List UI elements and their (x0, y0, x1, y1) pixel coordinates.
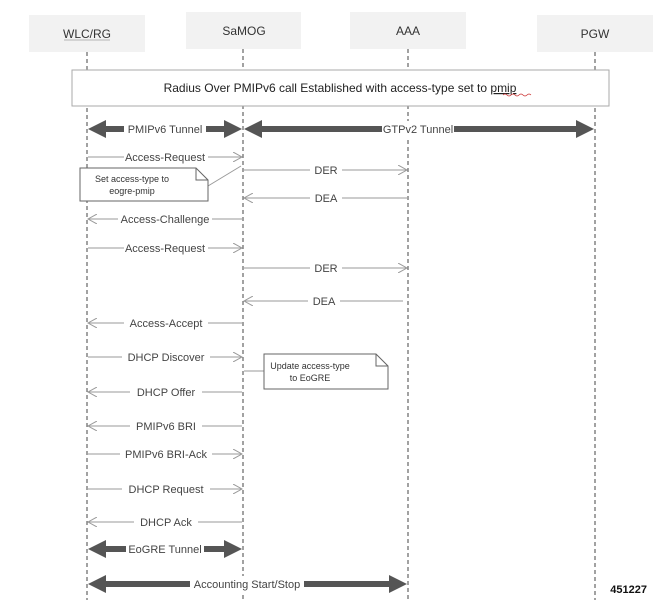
banner-text: Radius Over PMIPv6 call Established with… (164, 81, 517, 95)
note1-line1: Set access-type to (95, 174, 169, 184)
banner-box (71, 69, 610, 107)
note2-box (263, 353, 389, 390)
participant-pgw: PGW (581, 27, 610, 41)
msg-dhcp-request: DHCP Request (129, 484, 204, 496)
figure-id: 451227 (610, 584, 647, 596)
tunnel-accounting-head-right (389, 575, 407, 593)
msg-pmipv6-bri: PMIPv6 BRI (136, 421, 196, 433)
msg-pmipv6-bri-bg (130, 419, 202, 433)
tunnel-gtpv2-label: GTPv2 Tunnel (383, 124, 453, 136)
msg-access-request-1-bg (124, 150, 208, 164)
msg-der-2: DER (314, 263, 337, 275)
tunnel-eogre-label: EoGRE Tunnel (128, 544, 201, 556)
msg-dhcp-offer: DHCP Offer (137, 387, 196, 399)
msg-der-1-bg (310, 163, 342, 177)
banner-squiggle (502, 93, 532, 97)
tunnel-accounting-label: Accounting Start/Stop (194, 579, 300, 591)
msg-access-request-2-bg (124, 241, 208, 255)
tunnel-gtpv2-head-right (576, 120, 594, 138)
msg-access-challenge-bg (118, 212, 212, 226)
msg-dhcp-ack-bg (134, 515, 198, 529)
msg-dea-1: DEA (315, 193, 338, 205)
note1-fold (195, 168, 208, 181)
tunnel-gtpv2-head-left (244, 120, 262, 138)
tunnel-accounting-label-bg (190, 576, 304, 592)
tunnel-accounting-head-left (88, 575, 106, 593)
participant-box-wlc (29, 15, 145, 52)
participant-aaa: AAA (396, 24, 420, 38)
msg-access-accept: Access-Accept (130, 318, 203, 330)
participant-box-samog (186, 12, 301, 49)
msg-dhcp-ack: DHCP Ack (140, 517, 192, 529)
note1-line2: eogre-pmip (109, 186, 155, 196)
msg-der-2-bg (310, 261, 342, 275)
msg-dhcp-discover: DHCP Discover (128, 352, 205, 364)
tunnel-pmipv6-head-left (88, 120, 106, 138)
note2-line1: Update access-type (270, 361, 350, 371)
tunnel-pmipv6-label: PMIPv6 Tunnel (128, 124, 203, 136)
note1-box (79, 167, 209, 202)
participant-wlc: WLC/RG (63, 27, 111, 41)
note2-fold (375, 354, 388, 367)
msg-pmipv6-bri-ack-bg (120, 447, 212, 461)
msg-dhcp-discover-bg (122, 350, 210, 364)
banner-emph: pmip (490, 81, 516, 95)
note2-line2: to EoGRE (290, 373, 331, 383)
participant-box-aaa (350, 12, 466, 49)
tunnel-eogre-label-bg (126, 541, 204, 557)
tunnel-gtpv2-label-bg (382, 121, 454, 137)
msg-access-accept-bg (124, 316, 208, 330)
msg-dea-2: DEA (313, 296, 336, 308)
msg-access-request-1: Access-Request (125, 152, 205, 164)
note1-connector (207, 165, 242, 187)
msg-dhcp-offer-bg (130, 385, 202, 399)
tunnel-eogre-head-right (224, 540, 242, 558)
tunnel-eogre-head-left (88, 540, 106, 558)
msg-dea-2-bg (308, 294, 340, 308)
msg-der-1: DER (314, 165, 337, 177)
participant-box-pgw (537, 15, 653, 52)
msg-dea-1-bg (310, 191, 342, 205)
tunnel-pmipv6-label-bg (124, 121, 206, 137)
msg-access-challenge: Access-Challenge (121, 214, 210, 226)
msg-access-request-2: Access-Request (125, 243, 205, 255)
participant-samog: SaMOG (222, 24, 265, 38)
msg-pmipv6-bri-ack: PMIPv6 BRI-Ack (125, 449, 207, 461)
tunnel-pmipv6-head-right (224, 120, 242, 138)
msg-dhcp-request-bg (122, 482, 210, 496)
